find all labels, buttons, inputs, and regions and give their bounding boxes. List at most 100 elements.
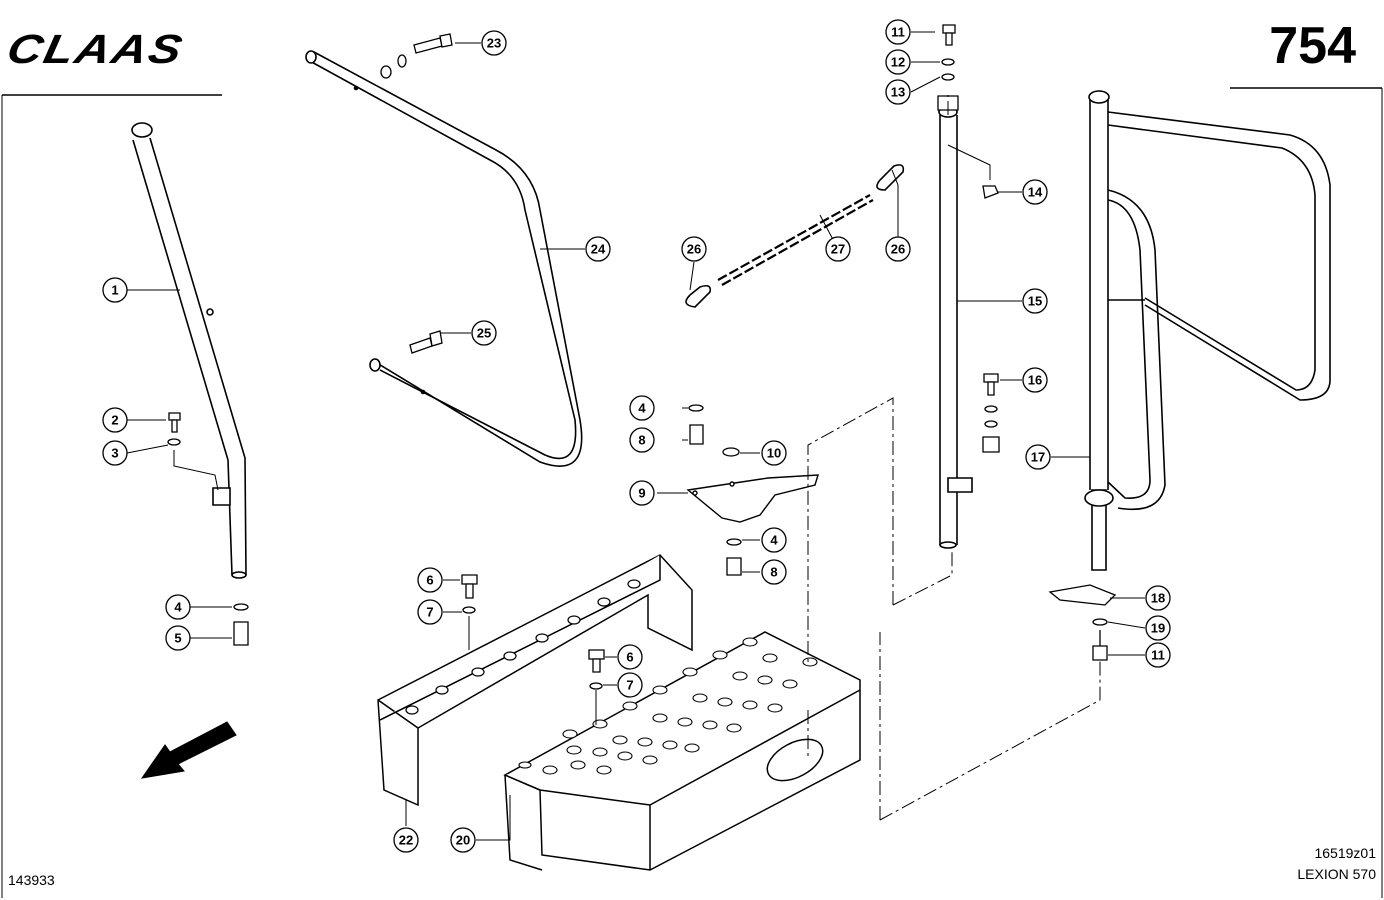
callout-label: 8 <box>638 433 645 448</box>
part-26-shackle-left <box>685 285 712 308</box>
callout-label: 4 <box>770 533 778 548</box>
callout-circle <box>1145 615 1171 641</box>
callout-22: 22 <box>393 827 419 853</box>
callout-label: 20 <box>456 833 470 848</box>
callout-label: 6 <box>626 650 633 665</box>
step-tread-holes <box>518 637 818 775</box>
callout-25: 25 <box>471 320 497 346</box>
drawing-code: 16519z01 <box>1314 845 1376 861</box>
callout-label: 7 <box>426 605 433 620</box>
callout-circle <box>885 79 911 105</box>
bracket-fasteners <box>688 404 742 576</box>
callout-circle <box>165 594 191 620</box>
callout-circle <box>761 440 787 466</box>
callout-14: 14 <box>1022 179 1048 205</box>
callout-circle <box>481 30 507 56</box>
callout-label: 9 <box>638 486 645 501</box>
callout-4: 4 <box>629 395 655 421</box>
callout-circle <box>1022 179 1048 205</box>
callout-label: 7 <box>626 678 633 693</box>
callout-circle <box>1145 642 1171 668</box>
part-25-bolt <box>409 330 443 354</box>
callout-10: 10 <box>761 440 787 466</box>
callout-label: 8 <box>770 565 777 580</box>
callout-label: 5 <box>174 631 181 646</box>
callout-circle <box>761 527 787 553</box>
callout-circle <box>825 236 851 262</box>
callout-label: 11 <box>891 25 905 40</box>
callout-label: 15 <box>1028 294 1042 309</box>
callout-label: 2 <box>111 413 118 428</box>
part-17-swing-gate <box>1084 90 1331 571</box>
callout-circle <box>102 407 128 433</box>
direction-arrow-icon <box>140 721 237 779</box>
callout-11: 11 <box>885 19 911 45</box>
callout-label: 16 <box>1028 373 1042 388</box>
callout-label: 4 <box>174 600 182 615</box>
callout-2: 2 <box>102 407 128 433</box>
callout-circle <box>629 427 655 453</box>
callout-circle <box>1022 288 1048 314</box>
callout-circle <box>885 19 911 45</box>
callout-circle <box>102 277 128 303</box>
callout-label: 12 <box>891 55 905 70</box>
callout-1: 1 <box>102 277 128 303</box>
callout-label: 6 <box>426 573 433 588</box>
callout-circle <box>102 440 128 466</box>
callout-label: 3 <box>111 446 118 461</box>
callout-label: 4 <box>638 401 646 416</box>
part-22-step-frame <box>377 554 693 807</box>
callout-label: 18 <box>1151 591 1165 606</box>
callout-circle <box>585 236 611 262</box>
part-15-post <box>938 106 973 549</box>
callout-circle <box>617 644 643 670</box>
callout-circle <box>761 559 787 585</box>
machine-model: LEXION 570 <box>1297 866 1376 882</box>
callout-label: 13 <box>891 85 905 100</box>
part-24-bent-handrail <box>305 50 583 467</box>
callout-circle <box>1025 444 1051 470</box>
callout-label: 26 <box>891 242 905 257</box>
callout-circle <box>165 625 191 651</box>
callout-4: 4 <box>761 527 787 553</box>
callout-label: 25 <box>477 326 491 341</box>
callout-label: 24 <box>591 242 606 257</box>
callout-27: 27 <box>825 236 851 262</box>
part-16-bolt-stack <box>982 373 1000 453</box>
callout-26: 26 <box>885 236 911 262</box>
parts-11-12-13-post-top <box>937 24 959 111</box>
page-number: 754 <box>1269 17 1356 75</box>
callout-label: 17 <box>1031 450 1045 465</box>
callout-label: 10 <box>767 446 781 461</box>
callout-5: 5 <box>165 625 191 651</box>
callout-13: 13 <box>885 79 911 105</box>
part-23-bolt <box>380 33 453 79</box>
callout-circle <box>471 320 497 346</box>
callout-leaders <box>126 31 1146 841</box>
callout-18: 18 <box>1145 585 1171 611</box>
callout-circle <box>1022 367 1048 393</box>
part-1-handrail-tube <box>131 122 247 579</box>
callout-label: 26 <box>687 242 701 257</box>
handrail-base-fasteners <box>167 412 249 646</box>
catalog-number: 143933 <box>8 872 55 888</box>
callout-16: 16 <box>1022 367 1048 393</box>
callout-circle <box>450 827 476 853</box>
callout-circle <box>681 236 707 262</box>
callout-26: 26 <box>681 236 707 262</box>
callout-circle <box>393 827 419 853</box>
callout-circle <box>629 480 655 506</box>
callout-6: 6 <box>617 644 643 670</box>
callout-circle <box>617 672 643 698</box>
part-20-step <box>503 631 861 871</box>
callout-label: 11 <box>1151 648 1165 663</box>
callout-17: 17 <box>1025 444 1051 470</box>
callout-label: 14 <box>1028 185 1043 200</box>
part-9-bracket-plate <box>686 474 819 523</box>
callout-circle <box>629 395 655 421</box>
callout-circle <box>417 567 443 593</box>
callout-15: 15 <box>1022 288 1048 314</box>
callout-12: 12 <box>885 49 911 75</box>
